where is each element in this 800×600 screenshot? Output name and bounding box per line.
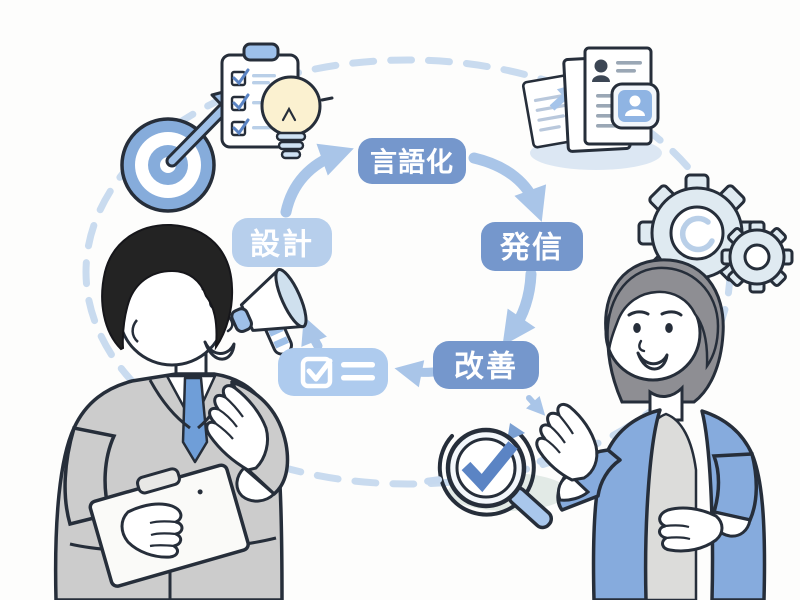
woman-presenter [535,258,767,600]
documents-profile-icon [521,46,662,170]
arrow-check-to-design [301,316,327,351]
lightbulb-icon [260,75,334,160]
arrow-verbalize-to-publish [468,152,547,222]
magnifier-check-icon [424,423,568,530]
cycle-step-design-label: 設計 [250,228,314,263]
cycle-step-verbalize: 言語化 [358,138,466,184]
cycle-step-improve-label: 改善 [454,350,518,385]
man-presenter [53,223,290,600]
arrow-design-to-verbalize [280,143,354,218]
cycle-step-improve: 改善 [433,341,539,389]
megaphone-icon [230,268,308,356]
arrow-publish-to-improve [502,268,537,346]
cycle-step-publish-label: 発信 [499,231,564,266]
arrow-improve-to-magnifier [526,395,546,416]
cycle-step-design: 設計 [232,218,332,267]
checkbox-note-icon [278,348,388,396]
cycle-step-verbalize-label: 言語化 [370,147,454,179]
cycle-step-publish: 発信 [481,222,583,271]
